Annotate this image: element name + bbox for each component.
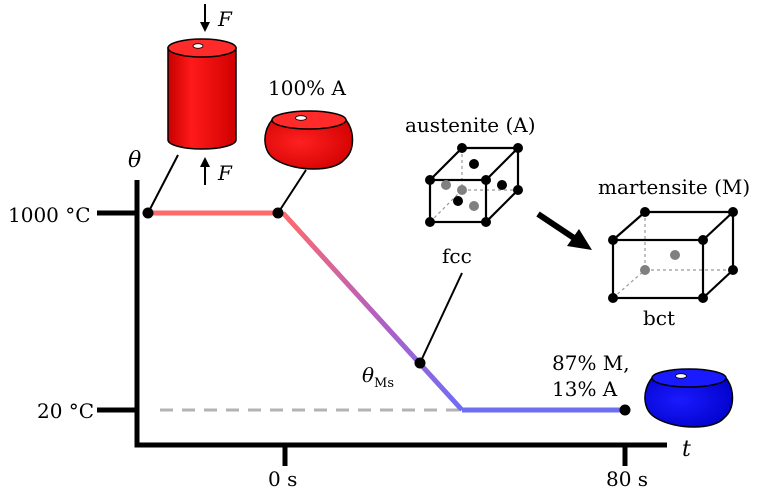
cylinder-sample-under-load: F F	[167, 4, 237, 185]
transformation-arrow-icon	[536, 211, 592, 250]
barrel-hole	[295, 115, 307, 121]
final-phase-line-2: 13% A	[552, 377, 618, 401]
ms-symbol: θ	[362, 363, 374, 387]
bct-unit-cell: martensite (M) bct	[598, 175, 750, 330]
ms-subscript: Ms	[374, 376, 394, 391]
x-axis-symbol: t	[682, 437, 691, 462]
y-axis-symbol: θ	[128, 148, 141, 173]
barrel-sample-austenite: 100% A	[264, 76, 354, 170]
cylinder-hole	[192, 43, 204, 49]
leader-cylinder	[147, 154, 179, 214]
austenite-title: austenite (A)	[405, 113, 536, 137]
quench-segment	[281, 211, 464, 412]
force-arrow-top-icon	[200, 4, 210, 32]
fcc-label: fcc	[442, 244, 472, 268]
final-phase-line-1: 87% M,	[552, 351, 630, 375]
fcc-unit-cell: austenite (A)	[405, 113, 536, 268]
force-label-bottom: F	[217, 161, 233, 185]
barrel-sample-martensite	[644, 368, 734, 428]
y-tick-label-1000: 1000 °C	[8, 203, 91, 227]
x-tick-label-80s: 80 s	[606, 467, 648, 491]
ms-label: θMs	[362, 363, 394, 391]
axes: θ t 1000 °C 20 °C 0 s 80 s	[8, 148, 691, 491]
temperature-profile	[142, 207, 631, 416]
force-label-top: F	[217, 7, 233, 31]
blue-barrel-hole	[675, 373, 687, 379]
leader-fcc	[419, 272, 463, 364]
x-tick-label-0s: 0 s	[268, 467, 297, 491]
point-final	[619, 404, 631, 416]
bct-label: bct	[643, 306, 675, 330]
leader-barrel	[277, 169, 307, 214]
force-arrow-bottom-icon	[200, 157, 210, 185]
y-tick-label-20: 20 °C	[37, 399, 94, 423]
martensite-title: martensite (M)	[598, 175, 750, 199]
heated-sample-label: 100% A	[268, 76, 347, 100]
